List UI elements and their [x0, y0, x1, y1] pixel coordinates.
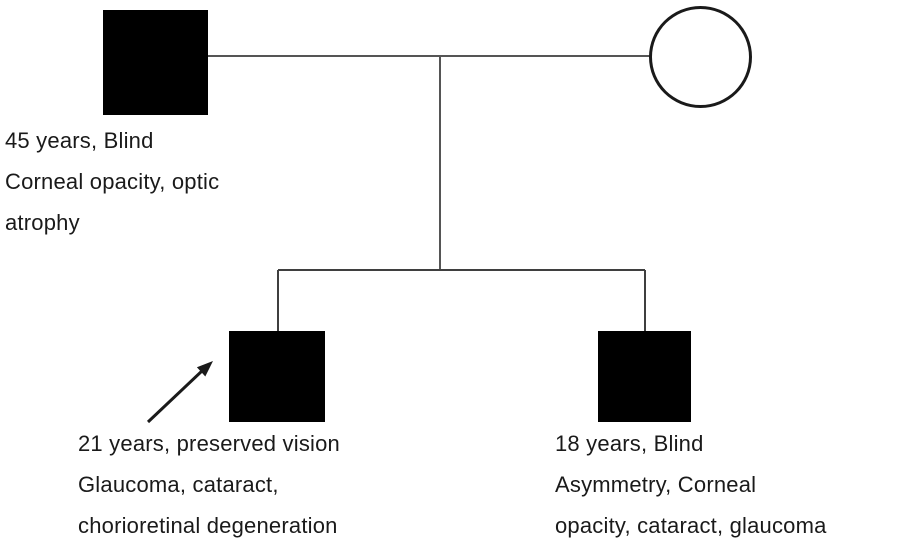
father-label-line-2: Corneal opacity, optic — [5, 169, 220, 194]
father-label: 45 years, Blind Corneal opacity, optic a… — [5, 120, 219, 243]
proband-arrow-icon — [146, 361, 213, 424]
second-son-label-line-1: 18 years, Blind — [555, 431, 704, 456]
proband-son-label-line-2: Glaucoma, cataract, — [78, 472, 279, 497]
second-son-label: 18 years, Blind Asymmetry, Corneal opaci… — [555, 423, 827, 546]
proband-son-label: 21 years, preserved vision Glaucoma, cat… — [78, 423, 340, 546]
proband-son-label-line-1: 21 years, preserved vision — [78, 431, 340, 456]
father-node-filled-square — [103, 10, 208, 115]
father-label-line-3: atrophy — [5, 210, 80, 235]
proband-son-label-line-3: chorioretinal degeneration — [78, 513, 338, 538]
second-son-label-line-2: Asymmetry, Corneal — [555, 472, 757, 497]
mother-node-open-circle — [649, 6, 752, 108]
proband-son-node-filled-square — [229, 331, 325, 422]
second-son-label-line-3: opacity, cataract, glaucoma — [555, 513, 827, 538]
father-label-line-1: 45 years, Blind — [5, 128, 154, 153]
second-son-node-filled-square — [598, 331, 691, 422]
